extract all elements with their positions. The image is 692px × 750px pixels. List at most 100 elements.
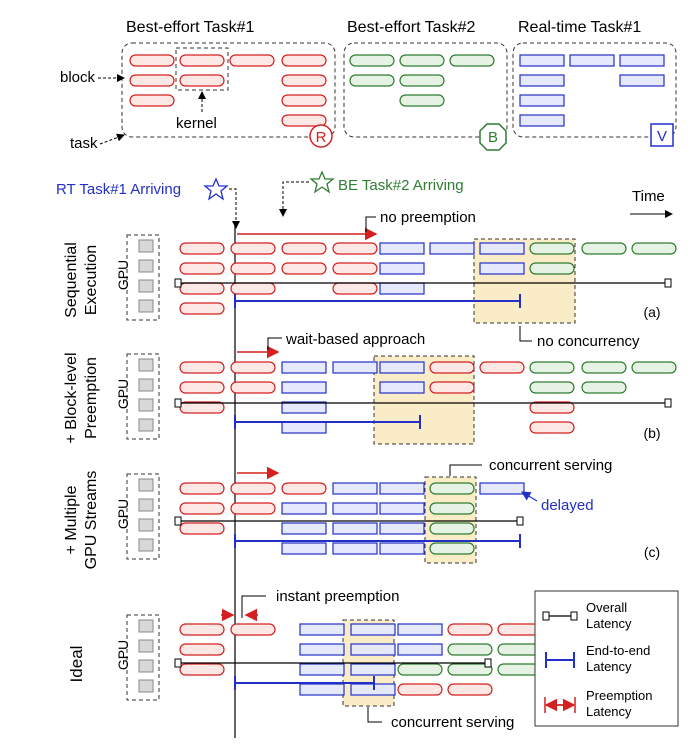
gpu-label: GPU [115, 379, 131, 409]
kernel-r3-l2-c3 [350, 663, 396, 676]
task-label: task [70, 135, 98, 152]
kernel-r0-l0-c0 [179, 242, 225, 255]
kernel-label: kernel [176, 115, 217, 132]
overall-latency-c-cap-right [516, 516, 524, 526]
gpu-frame [126, 614, 160, 701]
kernel-r1-l1-c2 [281, 381, 327, 394]
kernel-r0-l0-c7 [529, 242, 575, 255]
gpu-label: GPU [115, 499, 131, 529]
gpu-sm-icon [138, 619, 154, 633]
task1-title: Best-effort Task#1 [126, 19, 254, 36]
note-concurrent-serving-c: concurrent serving [489, 457, 612, 474]
row-ideal-title: Ideal [67, 646, 86, 683]
kernel-r3-l0-c5 [447, 623, 493, 636]
kernel-r1-l3-c2 [281, 421, 327, 434]
row-a-title-1: Sequential [63, 242, 80, 318]
gpu-sm-icon [138, 299, 154, 313]
legend-kernel-20 [619, 74, 665, 87]
kernel-r1-l0-c8 [581, 361, 627, 374]
badge-r-icon [309, 124, 333, 148]
kernel-r1-l1-c7 [529, 381, 575, 394]
legend-kernel-6 [281, 74, 327, 87]
kernel-r1-l0-c3 [332, 361, 378, 374]
gpu-sm-icon [138, 418, 154, 432]
gpu-frame [126, 473, 160, 560]
kernel-r3-l3-c2 [299, 683, 345, 696]
latency-legend: Overall Latency End-to-end Latency Preem… [534, 590, 679, 727]
legend-kernel-15 [399, 94, 445, 107]
row-a-title-2: Execution [83, 245, 100, 315]
gpu-sm-icon [138, 358, 154, 372]
legend-kernel-17 [569, 54, 615, 67]
overall-latency-b-cap-right [664, 398, 672, 408]
kernel-r0-l2-c3 [332, 282, 378, 295]
kernel-r3-l3-c5 [447, 683, 493, 696]
kernel-r1-l1-c0 [179, 381, 225, 394]
kernel-r0-l0-c3 [332, 242, 378, 255]
gpu-sm-icon [138, 239, 154, 253]
gpu-sm-icon [138, 679, 154, 693]
kernel-r3-l3-c4 [397, 683, 443, 696]
kernel-r2-l2-c4 [379, 522, 425, 535]
kernel-r2-l3-c2 [281, 542, 327, 555]
kernel-r0-l0-c5 [429, 242, 475, 255]
gpu-frame [126, 234, 160, 321]
kernel-r3-l0-c0 [179, 623, 225, 636]
legend-kernel-21 [519, 94, 565, 107]
kernel-r3-l2-c2 [299, 663, 345, 676]
kernel-r2-l0-c6 [479, 482, 525, 495]
kernel-r1-l1-c8 [581, 381, 627, 394]
legend-e2e-1: End-to-end [586, 643, 650, 658]
badge-b: B [488, 129, 498, 146]
legend-pre-2: Latency [586, 704, 632, 719]
badge-b-icon [479, 123, 507, 151]
badge-v-icon [650, 123, 674, 147]
legend-kernel-3 [281, 54, 327, 67]
kernel-r3-l1-c2 [299, 643, 345, 656]
legend-kernel-18 [619, 54, 665, 67]
row-c-tag: (c) [644, 544, 660, 560]
legend-kernel-19 [519, 74, 565, 87]
kernel-r2-l1-c1 [230, 502, 276, 515]
badge-r: R [316, 129, 327, 146]
kernel-r0-l2-c0 [179, 282, 225, 295]
rt-star-icon [203, 177, 229, 201]
kernel-r1-l0-c5 [429, 361, 475, 374]
task-kernel-shapes [129, 54, 665, 127]
note-no-concurrency: no concurrency [537, 333, 640, 350]
row-b-title-1: + Block-level [63, 352, 80, 443]
legend-kernel-10 [349, 54, 395, 67]
gpu-sm-icon [138, 518, 154, 532]
gpu-label: GPU [115, 260, 131, 290]
gpu-frame [126, 353, 160, 440]
legend-kernel-0 [129, 54, 175, 67]
kernel-r0-l3-c0 [179, 302, 225, 315]
kernel-r0-l1-c3 [332, 262, 378, 275]
gpu-sm-icon [138, 279, 154, 293]
overall-latency-b-cap-left [174, 398, 182, 408]
kernel-r2-l2-c5 [429, 522, 475, 535]
kernel-r3-l0-c3 [350, 623, 396, 636]
kernel-r1-l0-c1 [230, 361, 276, 374]
kernel-r1-l0-c2 [281, 361, 327, 374]
kernel-r2-l0-c5 [429, 482, 475, 495]
note-concurrent-serving-ideal: concurrent serving [391, 714, 514, 731]
overall-latency-ideal-cap-right [484, 658, 492, 668]
kernel-r2-l0-c4 [379, 482, 425, 495]
legend-kernel-14 [399, 74, 445, 87]
task3-box [512, 42, 677, 138]
note-delayed: delayed [541, 497, 594, 514]
kernel-r1-l0-c7 [529, 361, 575, 374]
kernel-r2-l3-c3 [332, 542, 378, 555]
kernel-r3-l2-c4 [397, 663, 443, 676]
legend-pre-1: Preemption [586, 688, 652, 703]
kernel-r0-l2-c1 [230, 282, 276, 295]
kernel-r2-l3-c4 [379, 542, 425, 555]
kernel-r0-l0-c2 [281, 242, 327, 255]
kernel-r2-l1-c4 [379, 502, 425, 515]
legend-kernel-8 [281, 94, 327, 107]
kernel-r3-l2-c0 [179, 663, 225, 676]
kernel-r0-l0-c6 [479, 242, 525, 255]
gpu-sm-icon [138, 659, 154, 673]
